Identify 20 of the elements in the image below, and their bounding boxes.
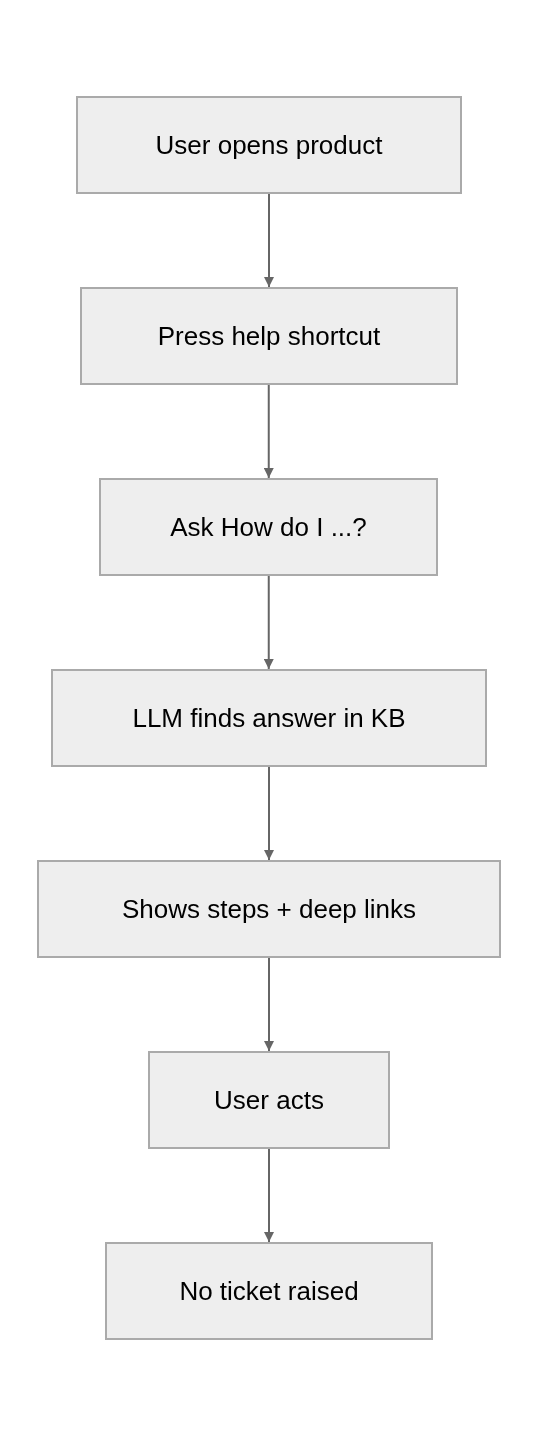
arrow: [264, 193, 274, 288]
process-box: [37, 860, 501, 958]
process-box: [148, 1051, 390, 1149]
step-label: User opens product: [155, 128, 383, 162]
arrow: [264, 957, 274, 1052]
arrow: [264, 1148, 274, 1243]
process-box: [76, 96, 462, 194]
step-label: No ticket raised: [179, 1274, 359, 1308]
step-label: LLM finds answer in KB: [132, 701, 406, 735]
process-box: [80, 287, 458, 385]
step-label: Press help shortcut: [157, 319, 381, 353]
step-label: Shows steps + deep links: [121, 892, 417, 926]
step-label: Ask How do I ...?: [170, 510, 367, 544]
arrow: [263, 384, 274, 479]
process-box: [51, 669, 487, 767]
arrow: [263, 575, 274, 670]
step-label: User acts: [214, 1083, 324, 1117]
arrow: [264, 766, 274, 861]
process-box: [105, 1242, 433, 1340]
process-box: [99, 478, 438, 576]
